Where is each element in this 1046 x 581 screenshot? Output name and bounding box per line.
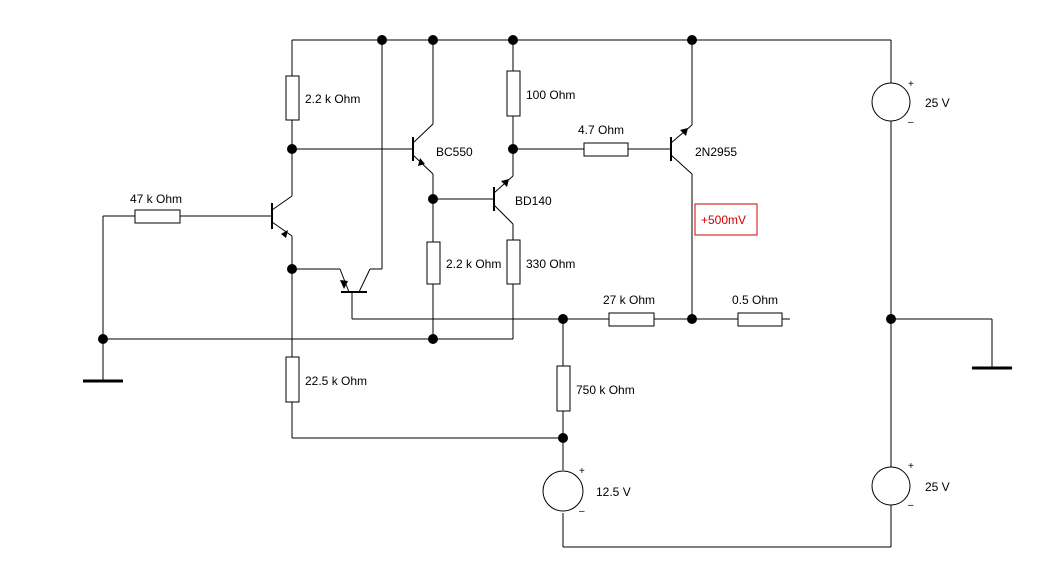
resistor-r2-label: 47 k Ohm (130, 192, 182, 206)
junction-dot (98, 334, 108, 344)
resistor-r7-label: 330 Ohm (526, 257, 575, 271)
voltage-source-top[interactable]: + – 25 V (871, 79, 950, 128)
junction-dot (428, 35, 438, 45)
junction-dot (287, 144, 297, 154)
source-bottom-plus: + (908, 461, 914, 472)
junction-dot (687, 314, 697, 324)
resistor-r4[interactable]: 100 Ohm (506, 70, 575, 117)
transistor-bc550[interactable]: BC550 (408, 123, 473, 175)
junction-dot (508, 35, 518, 45)
voltage-source-bias[interactable]: + – 12.5 V (542, 466, 631, 517)
wires (102, 39, 993, 548)
voltage-source-bottom[interactable]: + – 25 V (871, 461, 950, 511)
junction-dot (687, 35, 697, 45)
resistor-r6-label: 2.2 k Ohm (446, 257, 501, 271)
transistor-bc550-label: BC550 (436, 145, 473, 159)
transistor-2n2955[interactable]: 2N2955 (670, 124, 737, 175)
resistor-r8[interactable]: 27 k Ohm (603, 293, 655, 327)
junction-dot (886, 314, 896, 324)
source-bias-label: 12.5 V (596, 485, 631, 499)
resistor-r1[interactable]: 2.2 k Ohm (285, 75, 360, 121)
transistor-q5[interactable] (339, 268, 371, 293)
resistor-r10[interactable]: 750 k Ohm (556, 365, 635, 412)
junction-dot (428, 194, 438, 204)
junction-dot (377, 35, 387, 45)
resistor-r3[interactable]: 22.5 k Ohm (285, 356, 367, 403)
junction-dot (287, 264, 297, 274)
resistor-r5[interactable]: 4.7 Ohm (578, 123, 629, 157)
transistor-bd140-label: BD140 (515, 194, 552, 208)
junction-dot (508, 144, 518, 154)
resistor-r6[interactable]: 2.2 k Ohm (426, 241, 501, 285)
source-top-label: 25 V (925, 96, 950, 110)
source-bottom-minus: – (908, 500, 914, 511)
source-top-minus: – (908, 117, 914, 128)
junction-dot (428, 334, 438, 344)
junction-dots (98, 35, 896, 443)
junction-dot (558, 314, 568, 324)
resistor-r9[interactable]: 0.5 Ohm (732, 293, 783, 327)
resistor-r10-label: 750 k Ohm (576, 383, 635, 397)
source-bias-minus: – (579, 506, 585, 517)
source-bottom-label: 25 V (925, 480, 950, 494)
resistor-r7[interactable]: 330 Ohm (506, 239, 575, 285)
transistor-2n2955-label: 2N2955 (695, 145, 737, 159)
resistor-r3-label: 22.5 k Ohm (305, 374, 367, 388)
resistor-r5-label: 4.7 Ohm (578, 123, 624, 137)
resistor-r9-label: 0.5 Ohm (732, 293, 778, 307)
source-bias-plus: + (579, 466, 585, 477)
resistor-r2[interactable]: 47 k Ohm (130, 192, 182, 224)
transistor-q1[interactable] (271, 195, 293, 238)
resistor-r4-label: 100 Ohm (526, 88, 575, 102)
voltage-probe-value: +500mV (701, 213, 746, 227)
voltage-probe[interactable]: +500mV (694, 203, 758, 236)
resistor-r8-label: 27 k Ohm (603, 293, 655, 307)
resistor-r1-label: 2.2 k Ohm (305, 92, 360, 106)
source-top-plus: + (908, 79, 914, 90)
junction-dot (558, 433, 568, 443)
transistor-bd140[interactable]: BD140 (493, 175, 552, 225)
